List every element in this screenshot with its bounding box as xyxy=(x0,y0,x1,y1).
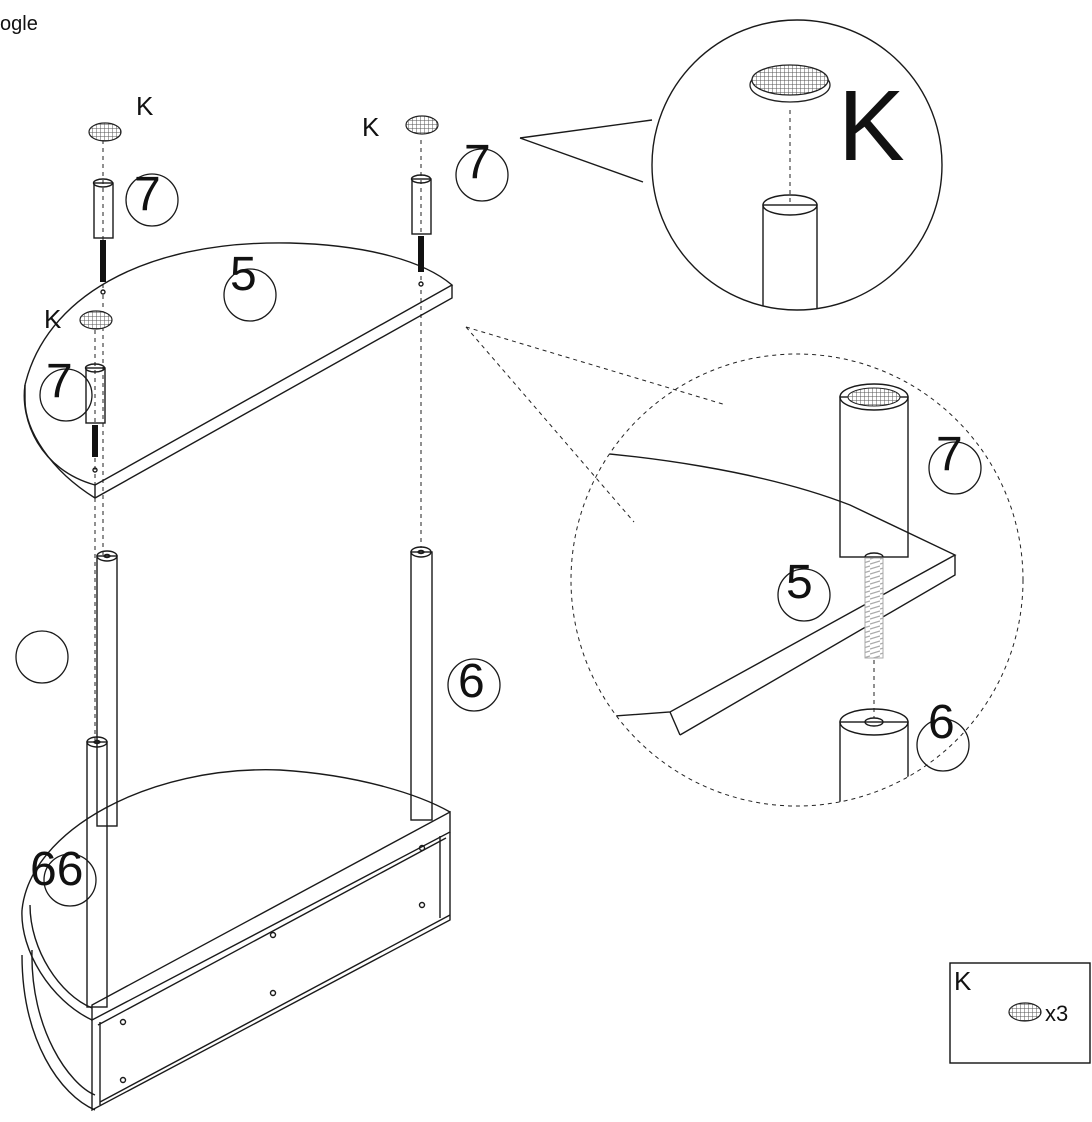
felt-pad-icon xyxy=(405,115,439,135)
callout-cap-post: 7 xyxy=(455,136,509,202)
part-number: 5 xyxy=(230,248,257,301)
hardware-label: K xyxy=(362,112,380,142)
alignment-lines xyxy=(94,140,422,740)
felt-pad-icon xyxy=(1008,1002,1042,1022)
part-number: 5 xyxy=(786,556,813,609)
corner-text: ogle xyxy=(0,13,38,35)
felt-pad-icon xyxy=(88,122,122,142)
hardware-label: K xyxy=(136,91,154,121)
callout-shelf: 5 xyxy=(223,248,277,322)
part-number: 66 xyxy=(30,843,83,896)
callout-cap-post: 7 xyxy=(125,168,179,227)
cap-post-left-front xyxy=(84,363,106,457)
callout-cap-post: 7 xyxy=(39,355,93,422)
detail-shelf-joint: 7 5 6 xyxy=(465,326,1024,807)
callout-long-post: 6 xyxy=(447,655,501,712)
legend-quantity: x3 xyxy=(1045,1001,1068,1026)
hardware-legend: K x3 xyxy=(949,962,1091,1064)
part-number: 7 xyxy=(46,355,73,408)
long-post-left-back xyxy=(96,550,118,827)
long-post-right xyxy=(410,546,433,821)
part-number: 6 xyxy=(928,696,955,749)
felt-pad-icon xyxy=(79,310,113,330)
part-number: 7 xyxy=(936,428,963,481)
callout-base: 66 xyxy=(30,843,97,907)
legend-letter: K xyxy=(954,966,972,996)
felt-pad-icon xyxy=(751,64,829,96)
base-cabinet xyxy=(21,769,451,1112)
detail-callout-shelf: 5 xyxy=(777,556,831,622)
part-number: 7 xyxy=(464,136,491,189)
cap-post-right xyxy=(410,174,432,272)
detail-callout-long-post: 6 xyxy=(916,696,970,772)
callout-empty xyxy=(15,630,69,684)
part-number: 7 xyxy=(134,168,161,221)
hardware-label-large: K xyxy=(838,70,905,182)
hardware-label: K xyxy=(44,304,62,334)
shelf xyxy=(23,242,454,499)
detail-felt-pad: K xyxy=(519,19,943,311)
cap-post-left-back xyxy=(92,178,114,282)
part-number: 6 xyxy=(458,655,485,708)
detail-callout-cap-post: 7 xyxy=(928,428,982,495)
